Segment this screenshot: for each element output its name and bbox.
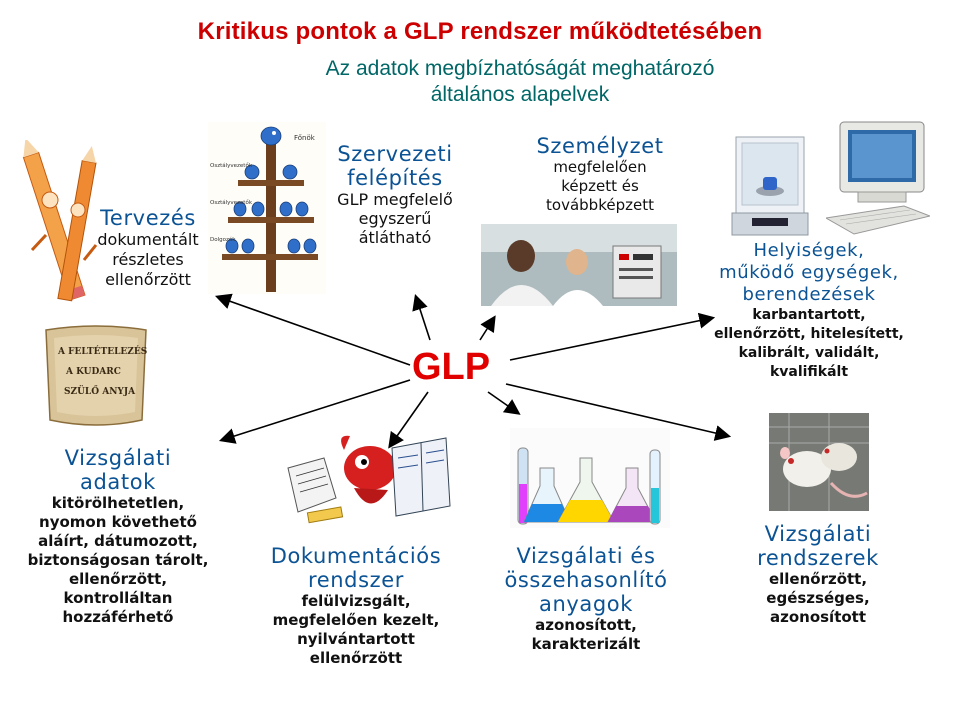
arrow-to-planning	[214, 293, 411, 366]
arrow-to-facilities	[509, 312, 716, 361]
org-chart-l1-label: Osztályvezetők	[210, 162, 253, 169]
node-materials: Vizsgálati és összehasonlító anyagok azo…	[486, 544, 686, 654]
scroll-line-3: SZÜLŐ ANYJA	[64, 384, 136, 397]
node-data-line-5: ellenőrzött,	[68, 570, 168, 588]
node-data-line-6: kontrolláltan	[63, 589, 173, 607]
org-chart-l3-label: Dolgozók	[210, 236, 236, 243]
node-data: Vizsgálati adatok kitörölhetetlen, nyomo…	[18, 446, 218, 627]
laboratory-rats-photo	[769, 413, 869, 511]
page-subtitle: Az adatok megbízhatóságát meghatározó ál…	[200, 56, 840, 108]
node-systems-line-1: ellenőrzött,	[768, 570, 868, 588]
arrow-to-materials	[487, 391, 521, 415]
node-facilities-title-2: működő egységek,	[719, 262, 899, 283]
node-data-line-7: hozzáférhető	[62, 608, 174, 626]
subtitle-line-2: általános alapelvek	[430, 83, 610, 106]
node-systems-title-2: rendszerek	[757, 546, 879, 570]
node-data-line-1: kitörölhetetlen,	[51, 494, 185, 512]
node-organization-line-2: egyszerű	[358, 209, 432, 228]
node-materials-title-1: Vizsgálati és	[516, 544, 656, 568]
node-systems-line-2: egészséges,	[766, 589, 870, 607]
arrow-to-documentation	[388, 391, 429, 449]
node-organization-title-1: Szervezeti	[337, 142, 453, 166]
node-materials-line-2: karakterizált	[531, 635, 641, 653]
node-data-title-1: Vizsgálati	[64, 446, 172, 470]
node-facilities-title-3: berendezések	[742, 284, 876, 305]
node-facilities-line-1: karbantartott,	[752, 307, 866, 323]
node-personnel: Személyzet megfelelően képzett és tovább…	[520, 134, 680, 215]
node-systems-title-1: Vizsgálati	[764, 522, 872, 546]
node-facilities-line-2: ellenőrzött, hitelesített,	[714, 326, 904, 342]
laboratory-flasks-image	[510, 428, 670, 528]
node-documentation-line-2: megfelelően kezelt,	[272, 611, 440, 629]
node-systems: Vizsgálati rendszerek ellenőrzött, egész…	[718, 522, 918, 627]
node-data-line-4: biztonságosan tárolt,	[27, 551, 209, 569]
node-facilities-title-1: Helyiségek,	[753, 240, 865, 261]
node-documentation-title-1: Dokumentációs	[270, 544, 442, 568]
node-organization: Szervezeti felépítés GLP megfelelő egysz…	[330, 142, 460, 247]
node-documentation-line-3: nyilvántartott	[297, 630, 415, 648]
node-personnel-line-3: továbbképzett	[546, 196, 654, 214]
arrow-to-organization	[412, 293, 431, 341]
node-planning-line-1: dokumentált	[97, 230, 199, 249]
arrow-to-systems	[505, 383, 732, 441]
node-documentation-line-1: felülvizsgált,	[301, 592, 411, 610]
node-materials-title-3: anyagok	[538, 592, 633, 616]
node-facilities-line-4: kvalifikált	[769, 364, 849, 380]
node-data-line-2: nyomon követhető	[39, 513, 197, 531]
org-chart-birds-image: Főnök Osztályvezetők Osztályvezetők Dolg…	[208, 122, 326, 294]
node-systems-line-3: azonosított	[769, 608, 867, 626]
node-planning-line-2: részletes	[112, 250, 184, 269]
node-organization-line-3: átlátható	[358, 228, 432, 247]
node-materials-title-2: összehasonlító	[504, 568, 668, 592]
reading-mascot-image	[284, 428, 454, 530]
parchment-scroll-image: A FELTÉTELEZÉS A KUDARC SZÜLŐ ANYJA	[40, 322, 152, 430]
laboratory-staff-photo	[481, 224, 677, 306]
node-planning: Tervezés dokumentált részletes ellenőrzö…	[78, 206, 218, 290]
node-data-line-3: aláírt, dátumozott,	[38, 532, 198, 550]
subtitle-line-1: Az adatok megbízhatóságát meghatározó	[325, 57, 715, 80]
org-chart-boss-label: Főnök	[294, 133, 316, 142]
computer-image	[826, 118, 930, 238]
pencil-figures-image	[18, 140, 98, 310]
analytical-balance-image	[730, 133, 810, 238]
node-organization-title-2: felépítés	[347, 166, 443, 190]
node-personnel-line-1: megfelelően	[553, 158, 647, 176]
scroll-line-1: A FELTÉTELEZÉS	[57, 345, 147, 357]
node-organization-line-1: GLP megfelelő	[337, 190, 453, 209]
node-materials-line-1: azonosított,	[535, 616, 637, 634]
arrow-to-personnel	[479, 315, 496, 341]
node-documentation-line-4: ellenőrzött	[309, 649, 403, 667]
node-documentation-title-2: rendszer	[307, 568, 405, 592]
node-data-title-2: adatok	[80, 470, 156, 494]
scroll-line-2: A KUDARC	[65, 367, 121, 377]
node-planning-line-3: ellenőrzött	[105, 270, 191, 289]
arrow-to-data	[218, 379, 411, 444]
node-facilities: Helyiségek, működő egységek, berendezése…	[694, 240, 924, 382]
node-personnel-title: Személyzet	[536, 134, 664, 158]
node-personnel-line-2: képzett és	[561, 177, 639, 195]
node-documentation: Dokumentációs rendszer felülvizsgált, me…	[256, 544, 456, 668]
node-facilities-line-3: kalibrált, validált,	[738, 345, 880, 361]
org-chart-l2-label: Osztályvezetők	[210, 199, 253, 206]
node-planning-title: Tervezés	[100, 206, 196, 230]
page-title: Kritikus pontok a GLP rendszer működteté…	[197, 18, 763, 45]
glp-center-label: GLP	[412, 346, 491, 388]
